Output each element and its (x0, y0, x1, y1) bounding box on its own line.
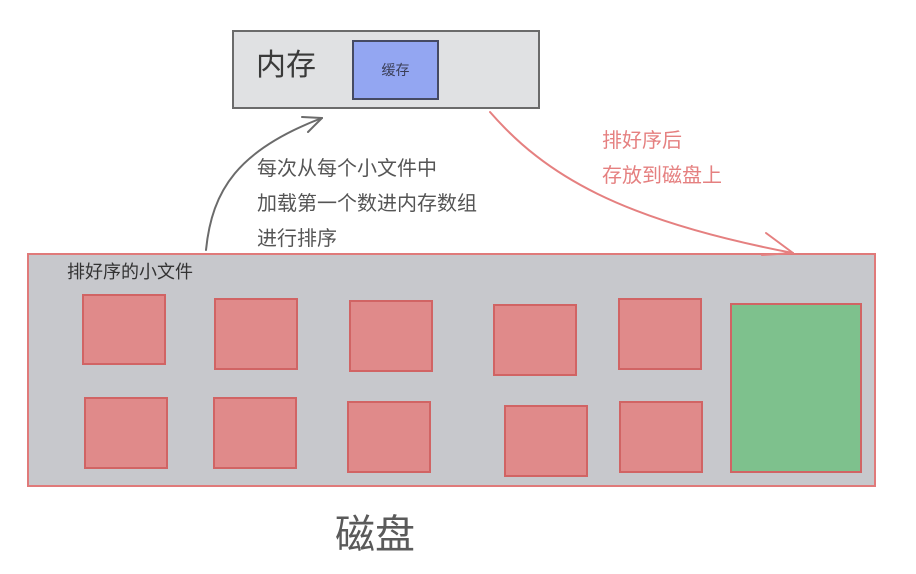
load-note-line: 加载第一个数进内存数组 (257, 191, 477, 215)
small-file (214, 298, 298, 370)
load-arrow (205, 116, 323, 251)
small-file (504, 405, 588, 477)
small-file (619, 401, 703, 473)
sorted-small-files-label: 排好序的小文件 (67, 262, 193, 283)
store-note-line: 存放到磁盘上 (602, 163, 722, 187)
load-note: 每次从每个小文件中 加载第一个数进内存数组 进行排序 (257, 151, 477, 256)
memory-label: 内存 (256, 48, 316, 83)
load-note-line: 每次从每个小文件中 (257, 156, 437, 180)
load-note-line: 进行排序 (257, 226, 337, 250)
cache-box: 缓存 (352, 40, 439, 100)
small-file (213, 397, 297, 469)
store-note-line: 排好序后 (602, 128, 682, 152)
small-file (84, 397, 168, 469)
store-note: 排好序后 存放到磁盘上 (602, 123, 722, 193)
small-file (349, 300, 433, 372)
small-file (347, 401, 431, 473)
small-file (493, 304, 577, 376)
cache-label: 缓存 (381, 63, 410, 79)
disk-label: 磁盘 (335, 512, 415, 558)
small-file (82, 294, 166, 365)
store-arrow (489, 111, 794, 256)
small-file (618, 298, 702, 370)
sorted-output-file (730, 303, 862, 473)
